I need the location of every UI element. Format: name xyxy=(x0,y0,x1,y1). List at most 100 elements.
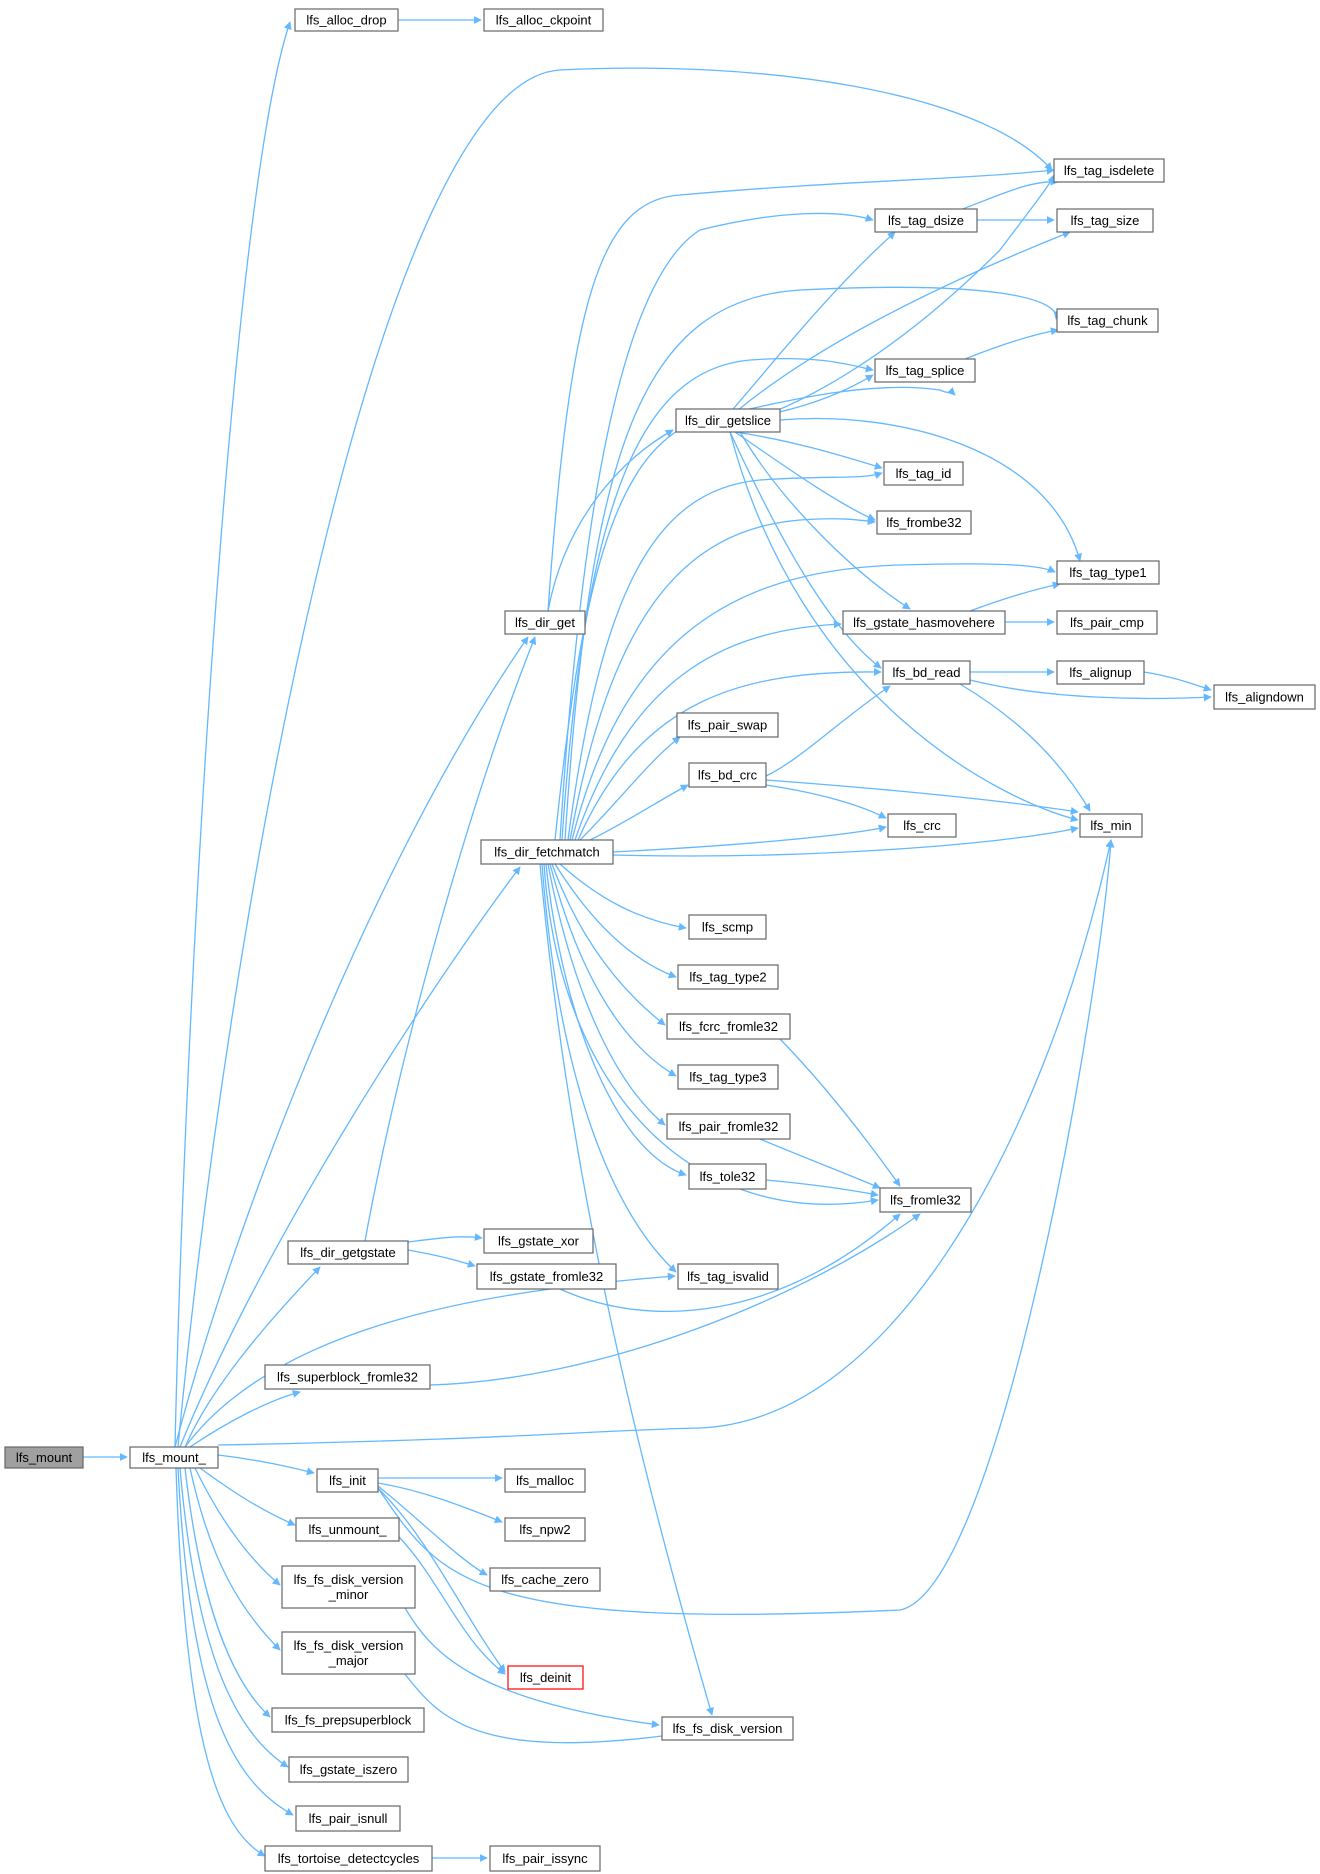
node-lfs-mount[interactable]: lfs_mount xyxy=(4,1446,84,1469)
node-lfs-fcrc-fromle32[interactable]: lfs_fcrc_fromle32 xyxy=(666,1013,791,1040)
node-lfs-tag-splice[interactable]: lfs_tag_splice xyxy=(874,358,976,383)
node-box[interactable] xyxy=(281,1631,416,1675)
node-lfs-tag-chunk[interactable]: lfs_tag_chunk xyxy=(1056,308,1159,333)
node-lfs-mount-[interactable]: lfs_mount_ xyxy=(129,1446,219,1469)
node-box[interactable] xyxy=(1213,684,1316,710)
node-lfs-gstate-xor[interactable]: lfs_gstate_xor xyxy=(483,1228,594,1254)
node-box[interactable] xyxy=(677,1064,779,1090)
node-box[interactable] xyxy=(316,1468,379,1493)
node-box[interactable] xyxy=(476,1263,617,1290)
node-lfs-deinit[interactable]: lfs_deinit xyxy=(507,1665,584,1690)
node-box[interactable] xyxy=(281,1565,416,1609)
node-lfs-tag-dsize[interactable]: lfs_tag_dsize xyxy=(874,208,978,233)
node-box[interactable] xyxy=(264,1845,433,1872)
node-box[interactable] xyxy=(1079,813,1143,838)
node-box[interactable] xyxy=(676,712,779,738)
node-lfs-init[interactable]: lfs_init xyxy=(316,1468,379,1493)
node-lfs-bd-read[interactable]: lfs_bd_read xyxy=(882,660,971,685)
node-lfs-crc[interactable]: lfs_crc xyxy=(887,813,957,838)
node-box[interactable] xyxy=(666,1013,791,1040)
node-box[interactable] xyxy=(489,1845,601,1872)
node-box[interactable] xyxy=(294,8,399,32)
node-lfs-fs-prepsuperblock[interactable]: lfs_fs_prepsuperblock xyxy=(271,1707,425,1733)
node-box[interactable] xyxy=(288,1756,409,1783)
node-lfs-tag-type1[interactable]: lfs_tag_type1 xyxy=(1056,560,1160,585)
node-lfs-tag-type3[interactable]: lfs_tag_type3 xyxy=(677,1064,779,1090)
node-lfs-fs-disk-version-major[interactable]: lfs_fs_disk_version_major xyxy=(281,1631,416,1675)
node-lfs-min[interactable]: lfs_min xyxy=(1079,813,1143,838)
node-box[interactable] xyxy=(882,660,971,685)
node-box[interactable] xyxy=(504,610,586,635)
node-lfs-aligndown[interactable]: lfs_aligndown xyxy=(1213,684,1316,710)
node-box[interactable] xyxy=(287,1240,409,1265)
node-lfs-alloc-drop[interactable]: lfs_alloc_drop xyxy=(294,8,399,32)
node-lfs-tag-type2[interactable]: lfs_tag_type2 xyxy=(677,964,779,990)
node-box[interactable] xyxy=(675,408,781,433)
node-lfs-superblock-fromle32[interactable]: lfs_superblock_fromle32 xyxy=(264,1364,431,1390)
node-box[interactable] xyxy=(480,839,614,865)
node-box[interactable] xyxy=(883,461,964,486)
node-lfs-cache-zero[interactable]: lfs_cache_zero xyxy=(489,1567,601,1592)
node-lfs-scmp[interactable]: lfs_scmp xyxy=(688,914,767,940)
node-box[interactable] xyxy=(264,1364,431,1390)
node-lfs-fs-disk-version-minor[interactable]: lfs_fs_disk_version_minor xyxy=(281,1565,416,1609)
node-box[interactable] xyxy=(1053,158,1165,183)
node-box[interactable] xyxy=(4,1446,84,1469)
node-box[interactable] xyxy=(1056,208,1154,233)
node-lfs-pair-issync[interactable]: lfs_pair_issync xyxy=(489,1845,601,1872)
node-box[interactable] xyxy=(874,208,978,233)
node-lfs-gstate-iszero[interactable]: lfs_gstate_iszero xyxy=(288,1756,409,1783)
node-box[interactable] xyxy=(842,610,1006,635)
node-lfs-malloc[interactable]: lfs_malloc xyxy=(504,1468,586,1493)
node-lfs-tole32[interactable]: lfs_tole32 xyxy=(688,1163,767,1190)
node-box[interactable] xyxy=(879,1187,972,1213)
node-lfs-pair-swap[interactable]: lfs_pair_swap xyxy=(676,712,779,738)
node-lfs-tag-isdelete[interactable]: lfs_tag_isdelete xyxy=(1053,158,1165,183)
node-box[interactable] xyxy=(876,510,972,535)
node-lfs-gstate-fromle32[interactable]: lfs_gstate_fromle32 xyxy=(476,1263,617,1290)
node-box[interactable] xyxy=(688,762,767,788)
node-lfs-fs-disk-version[interactable]: lfs_fs_disk_version xyxy=(661,1716,794,1741)
node-box[interactable] xyxy=(504,1517,586,1542)
node-box[interactable] xyxy=(688,914,767,940)
node-box[interactable] xyxy=(1056,308,1159,333)
node-lfs-bd-crc[interactable]: lfs_bd_crc xyxy=(688,762,767,788)
node-box[interactable] xyxy=(688,1163,767,1190)
node-box[interactable] xyxy=(507,1665,584,1690)
node-box[interactable] xyxy=(504,1468,586,1493)
node-box[interactable] xyxy=(677,964,779,990)
node-lfs-unmount-[interactable]: lfs_unmount_ xyxy=(295,1517,400,1542)
node-box[interactable] xyxy=(271,1707,425,1733)
node-box[interactable] xyxy=(295,1517,400,1542)
node-box[interactable] xyxy=(661,1716,794,1741)
node-lfs-pair-isnull[interactable]: lfs_pair_isnull xyxy=(295,1805,401,1832)
node-box[interactable] xyxy=(677,1263,779,1290)
node-box[interactable] xyxy=(295,1805,401,1832)
node-box[interactable] xyxy=(874,358,976,383)
node-lfs-gstate-hasmovehere[interactable]: lfs_gstate_hasmovehere xyxy=(842,610,1006,635)
node-lfs-dir-fetchmatch[interactable]: lfs_dir_fetchmatch xyxy=(480,839,614,865)
node-lfs-npw2[interactable]: lfs_npw2 xyxy=(504,1517,586,1542)
node-lfs-alignup[interactable]: lfs_alignup xyxy=(1056,660,1145,685)
node-lfs-dir-getslice[interactable]: lfs_dir_getslice xyxy=(675,408,781,433)
node-box[interactable] xyxy=(666,1113,791,1140)
node-lfs-alloc-ckpoint[interactable]: lfs_alloc_ckpoint xyxy=(483,8,604,32)
node-lfs-tag-isvalid[interactable]: lfs_tag_isvalid xyxy=(677,1263,779,1290)
node-box[interactable] xyxy=(1056,660,1145,685)
node-lfs-dir-get[interactable]: lfs_dir_get xyxy=(504,610,586,635)
node-box[interactable] xyxy=(887,813,957,838)
node-lfs-dir-getgstate[interactable]: lfs_dir_getgstate xyxy=(287,1240,409,1265)
node-lfs-tag-id[interactable]: lfs_tag_id xyxy=(883,461,964,486)
node-lfs-pair-fromle32[interactable]: lfs_pair_fromle32 xyxy=(666,1113,791,1140)
node-lfs-tortoise-detectcycles[interactable]: lfs_tortoise_detectcycles xyxy=(264,1845,433,1872)
node-box[interactable] xyxy=(129,1446,219,1469)
node-box[interactable] xyxy=(1056,610,1158,635)
node-lfs-tag-size[interactable]: lfs_tag_size xyxy=(1056,208,1154,233)
node-box[interactable] xyxy=(483,1228,594,1254)
node-box[interactable] xyxy=(1056,560,1160,585)
node-box[interactable] xyxy=(483,8,604,32)
node-lfs-pair-cmp[interactable]: lfs_pair_cmp xyxy=(1056,610,1158,635)
node-lfs-frombe32[interactable]: lfs_frombe32 xyxy=(876,510,972,535)
node-box[interactable] xyxy=(489,1567,601,1592)
node-lfs-fromle32[interactable]: lfs_fromle32 xyxy=(879,1187,972,1213)
